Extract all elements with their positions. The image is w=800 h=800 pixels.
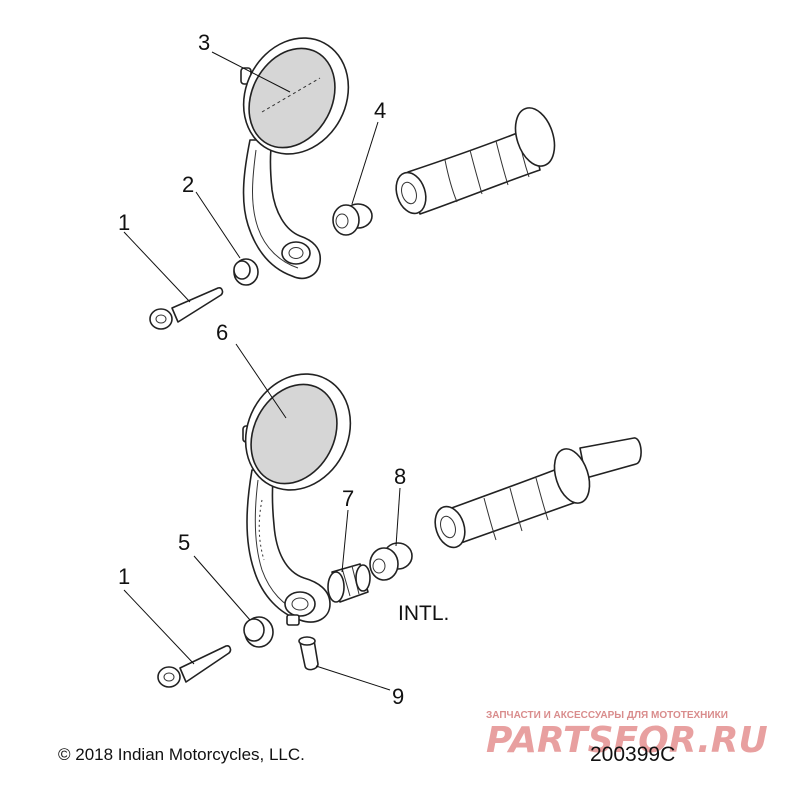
callout-5: 5	[178, 530, 190, 555]
leader-lines	[123, 51, 401, 691]
mirror-bottom	[242, 373, 352, 626]
bolt-bottom	[157, 645, 232, 688]
copyright-text: © 2018 Indian Motorcycles, LLC.	[58, 745, 305, 764]
callout-9: 9	[392, 684, 404, 709]
watermark-tagline: ЗАПЧАСТИ И АКСЕССУАРЫ ДЛЯ МОТОТЕХНИКИ	[486, 710, 728, 721]
grip-bottom	[434, 437, 642, 549]
callout-4: 4	[374, 98, 386, 123]
grip-top	[395, 107, 556, 215]
callout-1-top: 1	[118, 210, 130, 235]
callout-2: 2	[182, 172, 194, 197]
callout-3: 3	[198, 30, 210, 55]
bolt-top	[149, 287, 224, 330]
set-screw	[298, 636, 319, 671]
collet	[327, 563, 371, 603]
callout-1-bottom: 1	[118, 564, 130, 589]
intl-note: INTL.	[398, 602, 449, 625]
callout-8: 8	[394, 464, 406, 489]
mirror-top	[240, 37, 350, 280]
spacer-bottom	[243, 616, 274, 648]
bar-end-bottom	[369, 542, 413, 581]
spacer-top	[233, 258, 259, 286]
watermark-brand: PARTSFOR.RU	[486, 720, 768, 761]
callout-6: 6	[216, 320, 228, 345]
callout-7: 7	[342, 486, 354, 511]
diagram-code: 200399C	[590, 743, 675, 766]
watermark: ЗАПЧАСТИ И АКСЕССУАРЫ ДЛЯ МОТОТЕХНИКИ PA…	[486, 710, 768, 761]
bar-end-top	[332, 203, 373, 236]
